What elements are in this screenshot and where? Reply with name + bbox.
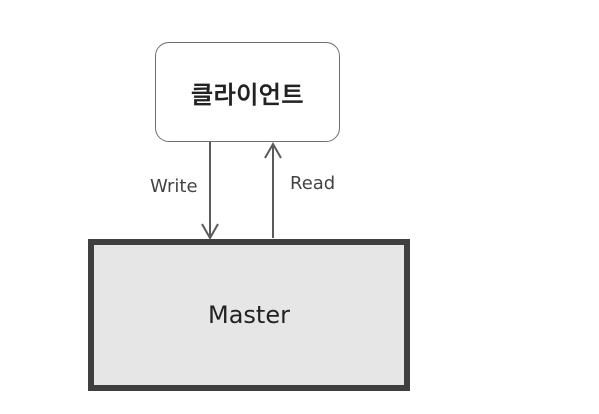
write-label: Write: [150, 176, 198, 197]
read-arrow: [264, 141, 282, 238]
client-label: 클라이언트: [191, 80, 304, 109]
write-arrow: [201, 142, 219, 241]
read-label: Read: [290, 173, 336, 194]
master-node: Master: [88, 239, 410, 391]
master-label: Master: [208, 301, 290, 329]
client-node: 클라이언트: [155, 42, 340, 142]
